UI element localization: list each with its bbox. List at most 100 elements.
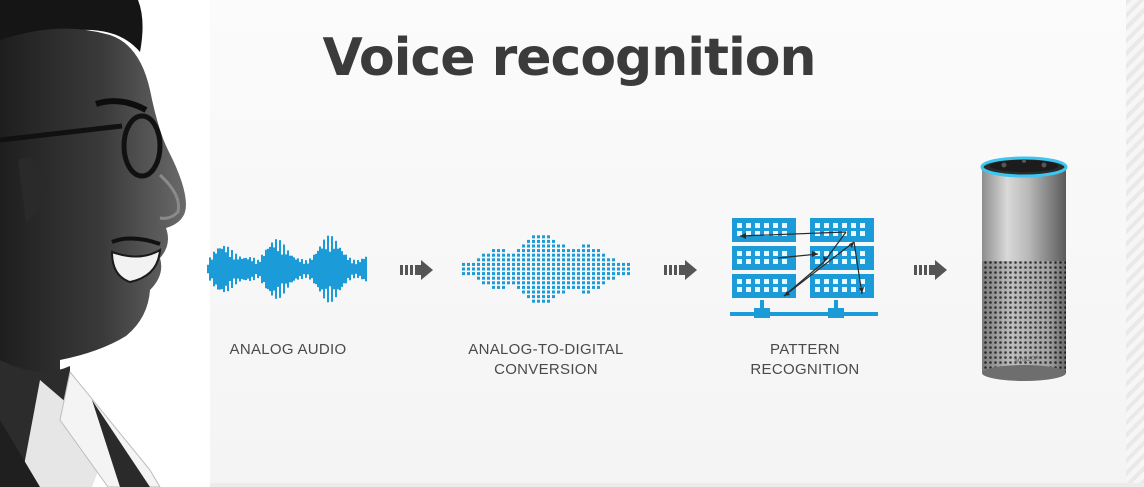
sample-dot [547,245,550,248]
flow-arrow-icon [400,260,434,280]
sample-dot [527,291,530,294]
sample-dot [537,295,540,298]
sample-dot [557,277,560,280]
sample-dot [587,254,590,257]
sample-dot [627,268,630,271]
sample-dot [572,272,575,275]
sample-dot [522,277,525,280]
server-slot [746,279,751,284]
sample-dot [582,254,585,257]
sample-dot [532,272,535,275]
sample-dot [522,272,525,275]
sample-dot [597,258,600,261]
server-slot [815,287,820,292]
sample-dot [542,235,545,238]
sample-dot [462,268,465,271]
sample-dot [582,263,585,266]
sample-dot [602,254,605,257]
sample-dot [522,268,525,271]
sample-dot [557,281,560,284]
sample-dot [492,254,495,257]
analog-waveform-icon [206,232,370,306]
sample-dot [587,245,590,248]
server-slot [755,279,760,284]
sample-dot [582,268,585,271]
server-slot [737,259,742,264]
sample-dot [557,286,560,289]
sample-dot [497,286,500,289]
server-slot [782,259,787,264]
sample-dot [492,268,495,271]
sample-dot [552,263,555,266]
sample-dot [487,281,490,284]
sample-dot [487,254,490,257]
sample-dot [482,277,485,280]
sample-dot [592,286,595,289]
sample-dot [527,258,530,261]
server-unit [732,218,796,242]
sample-dot [512,268,515,271]
sample-dot [592,263,595,266]
sample-dot [557,268,560,271]
server-slot [815,259,820,264]
sample-dot [527,240,530,243]
sample-dot [552,249,555,252]
stage-label-adc: ANALOG-TO-DIGITAL CONVERSION [448,340,644,380]
sample-dot [627,272,630,275]
server-slot [764,223,769,228]
server-slot [773,251,778,256]
sample-dot [487,277,490,280]
sample-dot [482,263,485,266]
sample-dot [602,281,605,284]
sample-dot [597,281,600,284]
sample-dot [587,258,590,261]
server-slot [773,279,778,284]
sample-dot [542,281,545,284]
sample-dot [532,254,535,257]
sample-dot [537,268,540,271]
sample-dot [502,254,505,257]
sample-dot [547,258,550,261]
sample-dot [497,268,500,271]
sample-dot [507,277,510,280]
sample-dot [522,263,525,266]
server-slot [842,279,847,284]
sample-dot [562,254,565,257]
sample-dot [477,272,480,275]
sample-dot [512,254,515,257]
server-slot [833,287,838,292]
sample-dot [622,268,625,271]
sample-dot [587,291,590,294]
sample-dot [587,263,590,266]
sample-dot [517,249,520,252]
sample-dot [532,249,535,252]
sample-dot [552,286,555,289]
sample-dot [527,268,530,271]
server-slot [746,223,751,228]
sample-dot [512,263,515,266]
sample-dot [492,272,495,275]
server-slot [782,231,787,236]
sample-dot [532,258,535,261]
sample-dot [517,268,520,271]
sample-dot [602,272,605,275]
sample-dot [567,254,570,257]
sample-dot [597,268,600,271]
sample-dot [512,281,515,284]
sample-dot [522,281,525,284]
sample-dot [492,258,495,261]
sample-dot [607,268,610,271]
sample-dot [547,249,550,252]
sample-dot [562,263,565,266]
server-slot [851,231,856,236]
sample-dot [547,300,550,303]
sample-dot [567,268,570,271]
sample-dot [537,240,540,243]
sample-dot [592,249,595,252]
sample-dot [527,254,530,257]
sample-dot [542,286,545,289]
sample-dot [597,272,600,275]
sample-dot [577,277,580,280]
sample-dot [482,268,485,271]
sample-dot [522,245,525,248]
